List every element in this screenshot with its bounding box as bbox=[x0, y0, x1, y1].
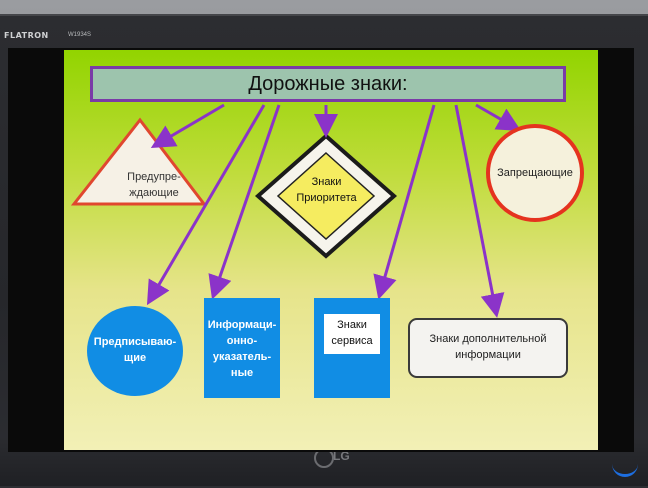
informational-signs-label: Информаци- онно- указатель- ные bbox=[207, 319, 277, 379]
prohibitory-signs-circle: Запрещающие bbox=[486, 124, 584, 222]
presentation-slide: Дорожные знаки: Предупре- ждающие Знаки … bbox=[64, 50, 598, 450]
slide-title: Дорожные знаки: bbox=[90, 66, 566, 102]
warning-signs-label: Предупре- ждающие bbox=[127, 171, 181, 199]
informational-signs-box: Информаци- онно- указатель- ные bbox=[204, 298, 280, 398]
additional-info-signs-box: Знаки дополнительной информации bbox=[408, 318, 568, 378]
arrow-to-informational bbox=[208, 104, 281, 300]
mandatory-signs-label: Предписываю- щие bbox=[93, 336, 177, 364]
prohibitory-signs-label: Запрещающие bbox=[497, 167, 573, 179]
warning-triangle-shape bbox=[70, 117, 208, 206]
service-signs-label: Знаки сервиса bbox=[331, 319, 373, 347]
diagram-arrows bbox=[70, 103, 522, 318]
arrow-to-mandatory bbox=[146, 104, 266, 306]
service-signs-box: Знаки сервиса bbox=[314, 298, 390, 398]
arrow-to-service bbox=[373, 104, 436, 300]
service-signs-inner: Знаки сервиса bbox=[324, 314, 380, 354]
arrow-to-warning bbox=[150, 103, 225, 149]
arrow-to-additional bbox=[454, 104, 505, 318]
priority-signs-label: Знаки Приоритета bbox=[296, 176, 357, 204]
monitor-brand: FLATRON bbox=[4, 31, 49, 40]
priority-diamond-inner bbox=[276, 151, 376, 241]
monitor-model: W1934S bbox=[68, 32, 92, 38]
lg-logo-text: LG bbox=[333, 449, 350, 463]
additional-info-signs-label: Знаки дополнительной информации bbox=[429, 333, 547, 361]
mandatory-signs-circle: Предписываю- щие bbox=[87, 306, 183, 396]
arrow-to-prohibitory bbox=[475, 103, 522, 131]
corner-swoosh-icon bbox=[612, 462, 638, 477]
